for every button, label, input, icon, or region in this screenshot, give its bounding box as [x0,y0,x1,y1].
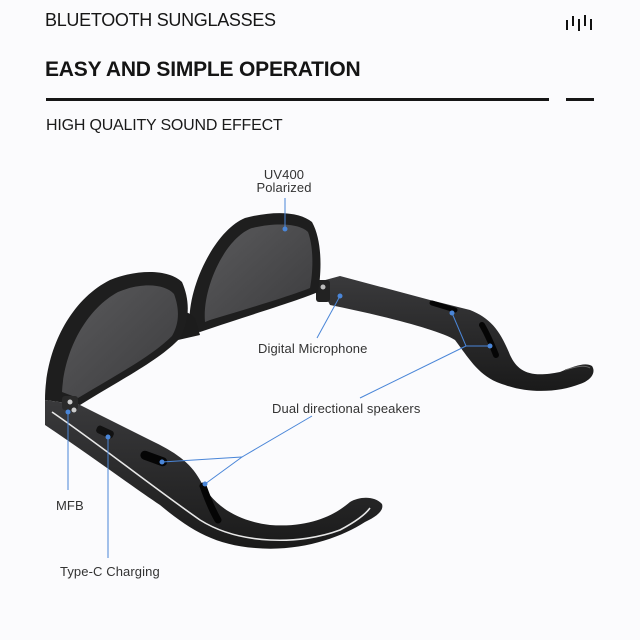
callout-microphone: Digital Microphone [258,341,368,356]
left-lens [45,271,188,405]
callout-charging: Type-C Charging [60,564,160,579]
callout-dots [65,226,493,487]
callout-lens-line2: Polarized [256,180,312,195]
right-hinge [316,280,330,302]
left-temple-arm [45,400,383,549]
subheading: HIGH QUALITY SOUND EFFECT [46,117,283,134]
brand-title: BLUETOOTH SUNGLASSES [45,10,276,30]
right-temple-arm [318,276,594,391]
sound-bars-icon [566,15,592,31]
callout-lens-line1: UV400 [263,167,305,182]
headline: EASY AND SIMPLE OPERATION [45,58,361,81]
callout-lines [67,198,490,558]
callout-lens: UV400 Polarized [246,168,322,194]
right-lens [189,213,321,332]
divider-short [566,98,594,101]
callout-speakers: Dual directional speakers [272,401,421,416]
divider-main [46,98,549,101]
callout-mfb: MFB [56,498,84,513]
